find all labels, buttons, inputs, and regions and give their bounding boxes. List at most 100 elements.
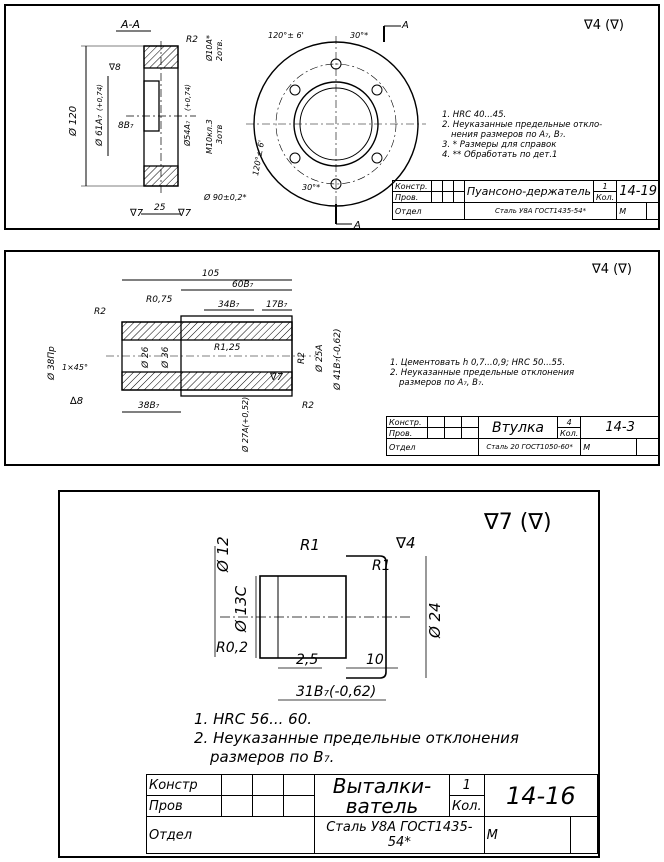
tb-row3-label: Отдел — [386, 438, 479, 456]
dim-d54-tol: (+0,74) — [184, 84, 192, 111]
tb-row1-label: Констр. — [386, 416, 428, 428]
note-line: 3. * Размеры для справок — [442, 140, 557, 150]
dim-angle120b: 120°± 6' — [251, 140, 266, 177]
note-line: 2. Неуказанные предельные отклонения — [194, 729, 519, 747]
dim-8b7: 8В₇ — [118, 121, 134, 131]
tb-row3-label: Отдел — [146, 816, 315, 854]
rough-4: ∇4 — [395, 534, 416, 552]
tb-row1-label: Констр — [146, 774, 222, 796]
dim-angle30b: 30°* — [302, 183, 320, 192]
title-block: Констр Выталки-ватель 1 14-16 Пров Кол. … — [146, 774, 599, 854]
notes-block: 1. HRC 56... 60. 2. Неуказанные предельн… — [194, 710, 519, 767]
bushing-section — [106, 315, 316, 397]
dim-d90: Ø 90±0,2* — [203, 192, 246, 202]
tb-number: 14-3 — [580, 416, 660, 439]
tb-part-name: Пуансоно-держатель — [463, 180, 594, 203]
drawing-sheet-3: Ø 12 Ø 13С R1 R1 ∇4 Ø 24 R0,2 2,5 10 31В… — [58, 490, 600, 858]
note-line: 1. HRC 40...45. — [442, 110, 507, 120]
dim-34b7: 34В₇ — [218, 300, 240, 310]
tb-qty-label: Кол. — [449, 795, 485, 817]
notes-block: 1. Цементовать h 0,7...0,9; HRC 50...55.… — [390, 358, 574, 388]
dim-d36: Ø 36 — [160, 346, 171, 369]
roughness-mark: ∇4 (∇) — [592, 262, 632, 277]
dim-angle30a: 30°* — [350, 31, 368, 40]
tb-qty: 4 — [556, 416, 582, 428]
dim-d61: Ø 61А₇ — [94, 114, 105, 147]
note-line: размеров по В₇. — [210, 748, 335, 766]
dim-r2a: R2 — [94, 307, 106, 317]
tb-scale: М — [616, 202, 648, 220]
note-line: размеров по А₇, В₇. — [399, 378, 485, 388]
ejector-pin-view — [220, 555, 410, 679]
rough-8: ∆8 — [69, 396, 83, 407]
dim-10: 10 — [366, 652, 384, 668]
dim-angle120: 120°± 6' — [268, 31, 304, 40]
tb-row2-label: Пров. — [391, 191, 433, 203]
note-line: 1. HRC 56... 60. — [194, 710, 313, 728]
tb-row3-label: Отдел — [392, 202, 465, 220]
tb-material: Сталь У8А ГОСТ1435-54* — [463, 202, 618, 220]
dim-25: 25 — [154, 203, 166, 213]
tb-number: 14-19 — [616, 180, 660, 203]
note-line: 2. Неуказанные предельные отклонения — [390, 368, 575, 378]
dim-r125: R1,25 — [214, 343, 241, 353]
drawing-3-graphics: Ø 12 Ø 13С R1 R1 ∇4 Ø 24 R0,2 2,5 10 31В… — [214, 534, 444, 701]
drawing-2-graphics: 105 60В₇ 34В₇ 17В₇ R0,75 R2 Ø 38Пр 1×45°… — [46, 269, 343, 453]
dim-r2b: R2 — [297, 352, 307, 364]
dim-d120: Ø 120 — [67, 106, 79, 137]
dim-m10: M10кл.3 — [205, 119, 214, 154]
dim-d41: Ø 41В₇(-0,62) — [332, 329, 343, 392]
rough-7b: ∇7 — [177, 208, 192, 219]
dim-38b7: 38В₇ — [138, 401, 160, 411]
dim-r2c: R2 — [302, 401, 314, 411]
note-line: 1. Цементовать h 0,7...0,9; HRC 50...55. — [390, 358, 566, 368]
tb-qty-label: Кол. — [592, 191, 618, 203]
dim-r1b: R1 — [372, 558, 391, 574]
section-view — [126, 41, 196, 196]
tb-number: 14-16 — [483, 774, 599, 817]
dim-r02: R0,2 — [216, 640, 248, 656]
drawing-sheet-2: 105 60В₇ 34В₇ 17В₇ R0,75 R2 Ø 38Пр 1×45°… — [4, 250, 661, 466]
tb-part-name: Втулка — [478, 416, 558, 439]
tb-row1-label: Констр. — [391, 180, 433, 192]
notes-block: 1. HRC 40...45. 2. Неуказанные предельны… — [442, 110, 602, 160]
dim-d24: Ø 24 — [426, 602, 444, 639]
dim-holes3: 3отв — [215, 124, 224, 144]
section-label: А-А — [120, 18, 140, 31]
tb-qty: 1 — [449, 774, 485, 796]
dim-d13c: Ø 13С — [232, 585, 250, 633]
dim-d12: Ø 12 — [214, 536, 232, 573]
rough-7a: ∇7 — [129, 208, 144, 219]
tb-qty-label: Кол. — [556, 427, 582, 439]
rough-8: ∇8 — [108, 63, 121, 73]
dim-d26: Ø 26 — [140, 346, 151, 369]
dim-d25: Ø 25А — [314, 344, 325, 373]
rough-7: ∇7 — [269, 372, 284, 383]
dim-60b7: 60В₇ — [232, 280, 254, 290]
title-block: Констр. Пуансоно-держатель 1 14-19 Пров.… — [391, 180, 660, 220]
cut-mark-top: А — [401, 20, 409, 31]
dim-25: 2,5 — [296, 652, 318, 668]
tb-scale: М — [483, 816, 572, 854]
drawing-1-graphics: А-А Ø 120 Ø 61А₇ (+0,74) 8В₇ ∇8 R2 Ø10А*… — [67, 18, 426, 231]
title-block: Констр. Втулка 4 14-3 Пров. Кол. Отдел С… — [386, 416, 661, 456]
tb-material: Сталь У8А ГОСТ1435-54* — [314, 816, 485, 854]
roughness-mark: ∇7 (∇) — [484, 510, 552, 535]
dim-d61-tol: (+0,74) — [96, 84, 104, 111]
dim-d54: Ø54А₇ — [182, 120, 192, 147]
note-line: нения размеров по А₇, В₇. — [451, 130, 566, 140]
dim-d10: Ø10А* — [204, 35, 214, 62]
tb-row2-label: Пров — [146, 795, 222, 817]
cut-mark-bottom: А — [353, 220, 361, 231]
tb-material: Сталь 20 ГОСТ1050-60* — [477, 438, 582, 456]
dim-17b7: 17В₇ — [266, 300, 288, 310]
roughness-mark: ∇4 (∇) — [584, 18, 624, 33]
tb-qty: 1 — [592, 180, 618, 192]
dim-r2: R2 — [186, 35, 198, 45]
dim-r1a: R1 — [300, 536, 320, 554]
dim-d38: Ø 38Пр — [46, 346, 57, 381]
drawing-sheet-1: А-А Ø 120 Ø 61А₇ (+0,74) 8В₇ ∇8 R2 Ø10А*… — [4, 4, 660, 231]
tb-row2-label: Пров. — [386, 427, 428, 439]
dim-holes: 2отв. — [215, 39, 224, 61]
tb-part-name: Выталки-ватель — [314, 774, 450, 817]
